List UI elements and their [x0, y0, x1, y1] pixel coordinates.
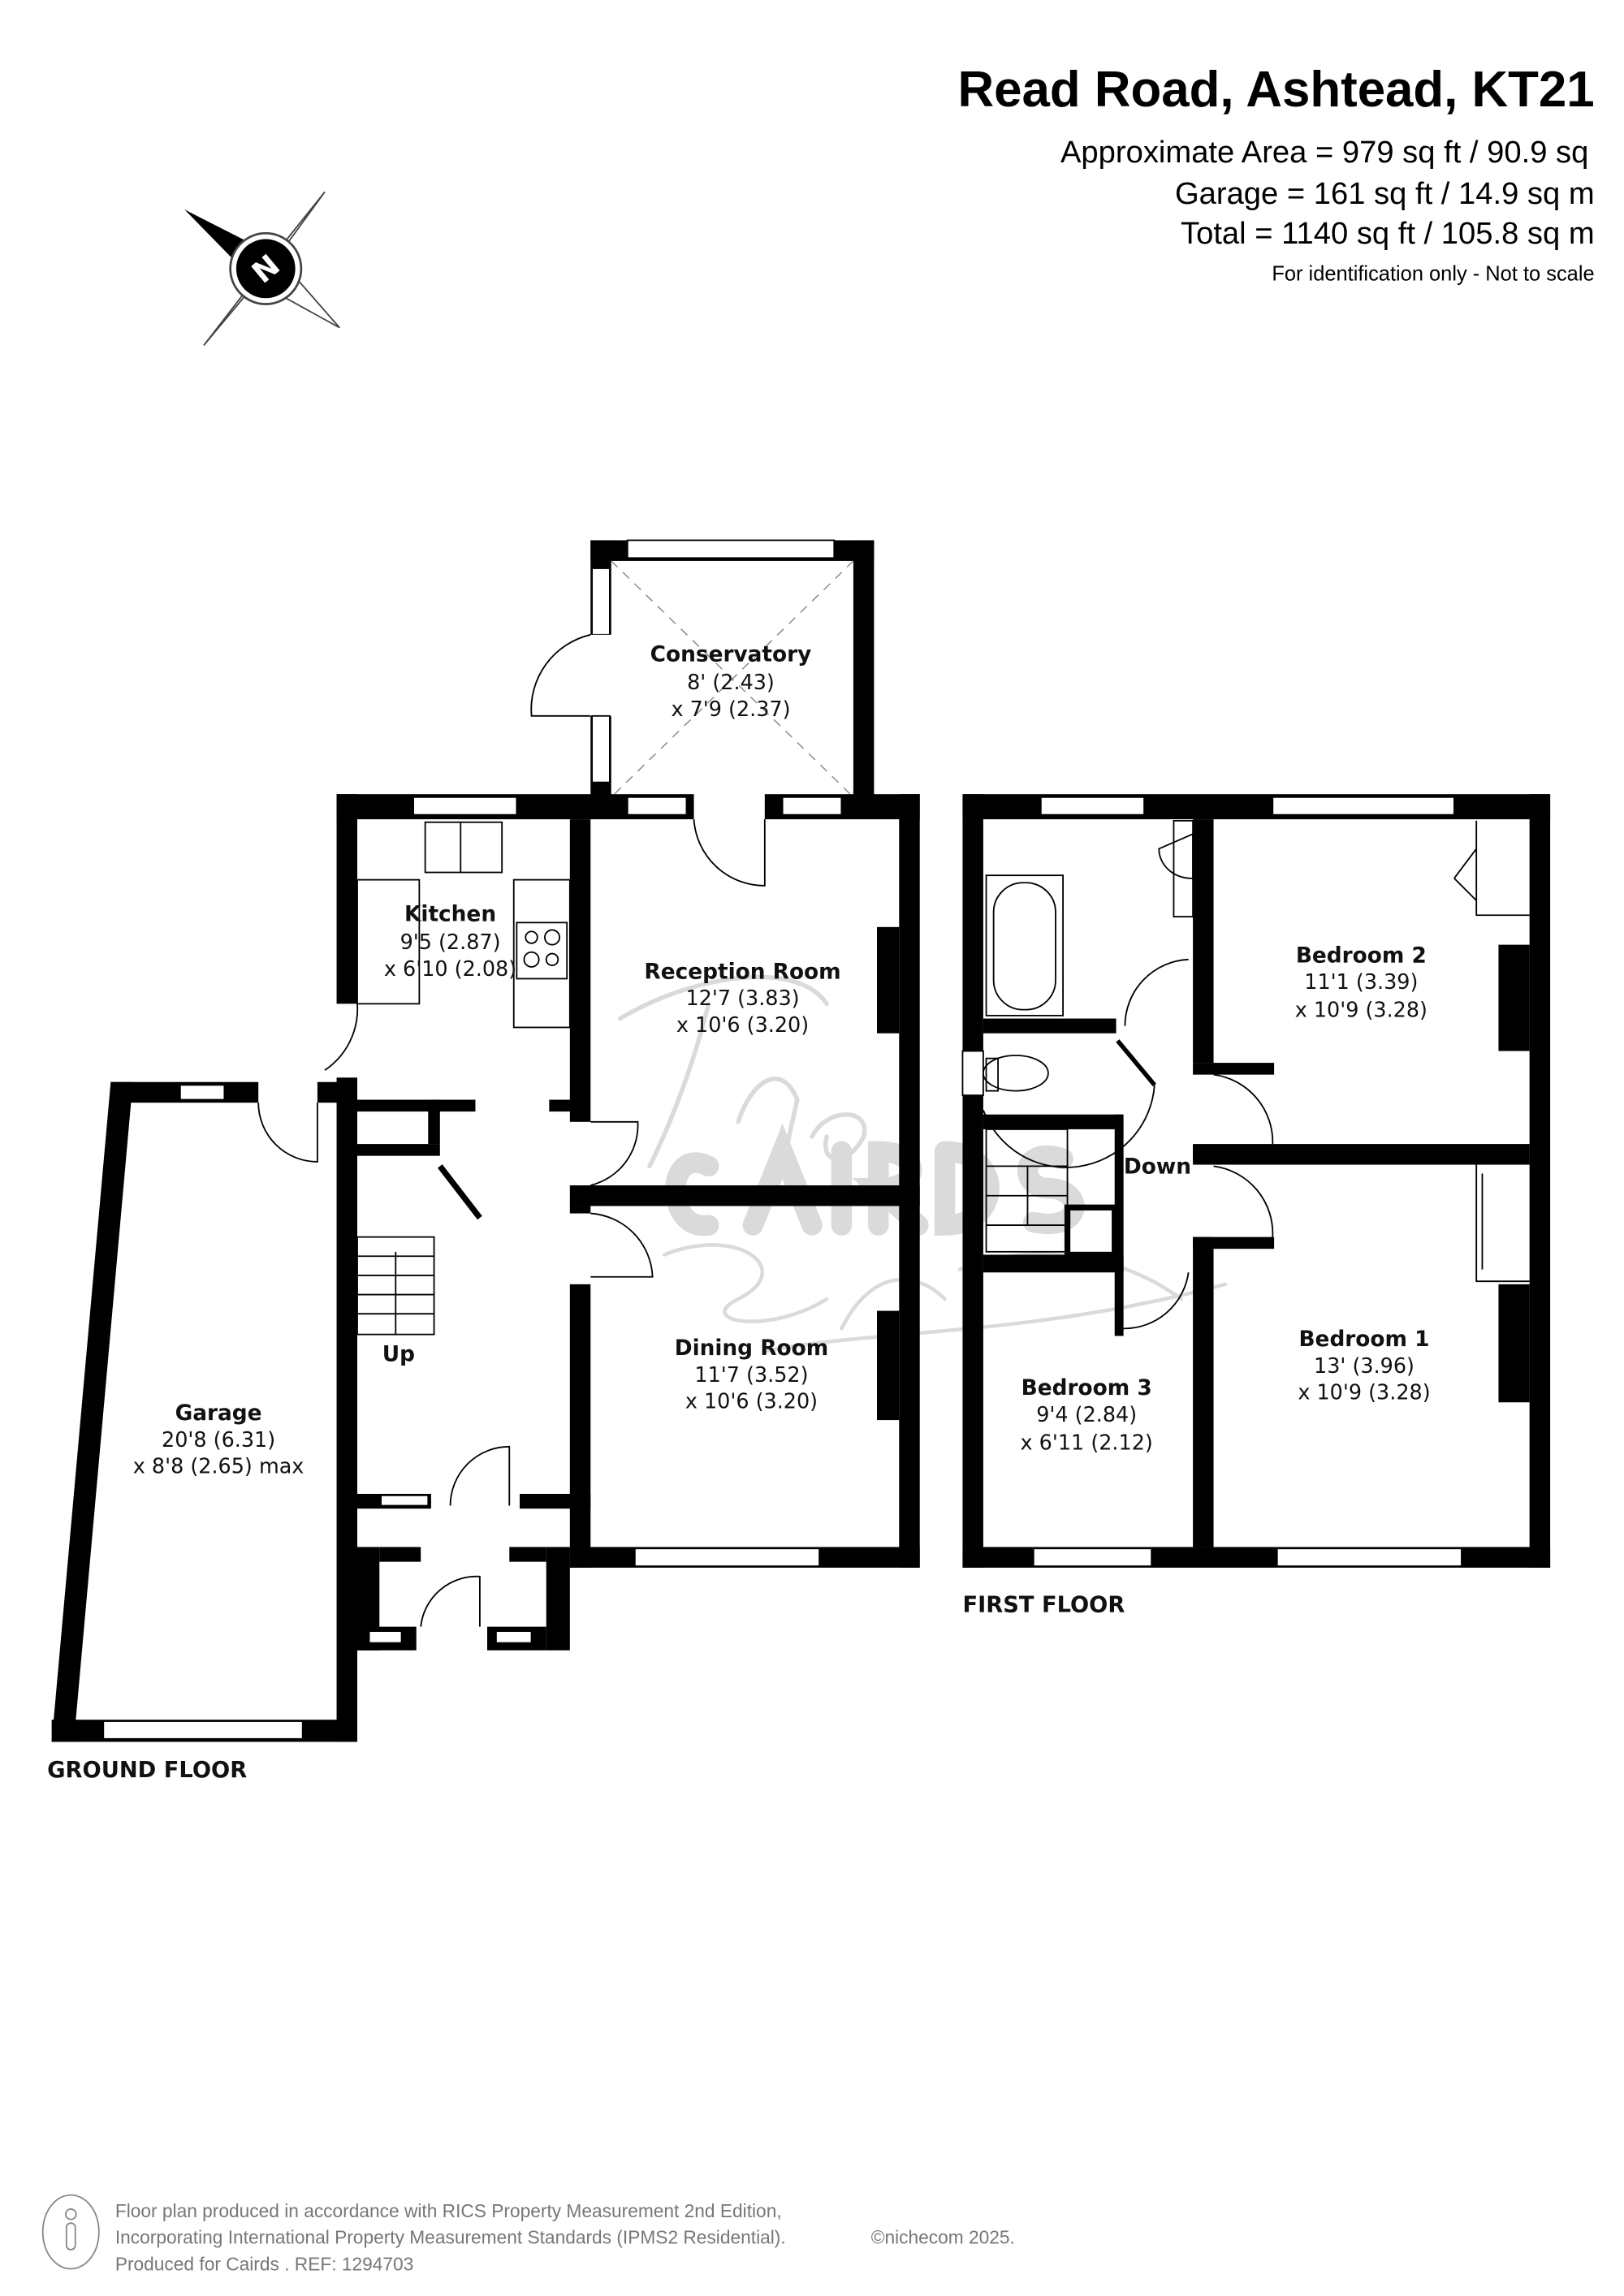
svg-text:x 10'6 (3.20): x 10'6 (3.20): [676, 1013, 809, 1038]
room-garage: Garage 20'8 (6.31) x 8'8 (2.65) max: [133, 1401, 304, 1478]
ground-floor-label: GROUND FLOOR: [47, 1758, 247, 1783]
stairs: [356, 1236, 435, 1336]
scale-note: For identification only - Not to scale: [1272, 262, 1594, 285]
svg-text:11'1 (3.39): 11'1 (3.39): [1304, 970, 1418, 995]
svg-text:x 8'8 (2.65) max: x 8'8 (2.65) max: [133, 1455, 304, 1479]
stairs-down-label: Down: [1124, 1154, 1191, 1179]
footer-copyright: ©nichecom 2025.: [871, 2227, 1015, 2248]
svg-text:x 6'11 (2.12): x 6'11 (2.12): [1021, 1431, 1153, 1455]
svg-text:x 10'9 (3.28): x 10'9 (3.28): [1295, 999, 1427, 1023]
svg-text:x 7'9 (2.37): x 7'9 (2.37): [671, 697, 790, 722]
room-conservatory: Conservatory 8' (2.43) x 7'9 (2.37): [650, 643, 812, 722]
ground-floor-plan: Up Conservatory 8' (2.43) x 7'9 (2.37) K…: [47, 539, 920, 1783]
svg-text:Reception Room: Reception Room: [644, 960, 840, 984]
room-bedroom-2: Bedroom 2 11'1 (3.39) x 10'9 (3.28): [1295, 943, 1427, 1022]
first-floor-plan: Down Bedroom 2 11'1 (3.39) x 10'9 (3.28)…: [961, 794, 1551, 1617]
room-reception-room: Reception Room 12'7 (3.83) x 10'6 (3.20): [644, 960, 840, 1037]
svg-text:Bedroom 2: Bedroom 2: [1296, 943, 1427, 968]
svg-text:Garage: Garage: [175, 1401, 262, 1426]
stairs-up-label: Up: [382, 1342, 415, 1366]
person-icon: [41, 2194, 100, 2270]
footer-line-1: Floor plan produced in accordance with R…: [115, 2200, 782, 2221]
room-bedroom-3: Bedroom 3 9'4 (2.84) x 6'11 (2.12): [1021, 1376, 1153, 1455]
room-kitchen: Kitchen 9'5 (2.87) x 6'10 (2.08): [384, 903, 516, 982]
svg-text:Conservatory: Conservatory: [650, 643, 812, 667]
svg-text:9'5 (2.87): 9'5 (2.87): [400, 930, 501, 955]
svg-text:Dining Room: Dining Room: [675, 1336, 829, 1361]
svg-text:11'7 (3.52): 11'7 (3.52): [694, 1363, 808, 1388]
svg-text:8' (2.43): 8' (2.43): [687, 671, 775, 695]
svg-text:x 6'10 (2.08): x 6'10 (2.08): [384, 957, 516, 982]
room-bedroom-1: Bedroom 1 13' (3.96) x 10'9 (3.28): [1298, 1327, 1430, 1405]
footer: Floor plan produced in accordance with R…: [41, 2194, 1015, 2274]
garage-area: Garage = 161 sq ft / 14.9 sq m: [1175, 176, 1595, 211]
total-area: Total = 1140 sq ft / 105.8 sq m: [1181, 216, 1595, 251]
room-dining-room: Dining Room 11'7 (3.52) x 10'6 (3.20): [675, 1336, 829, 1413]
first-floor-label: FIRST FLOOR: [962, 1592, 1125, 1617]
stairs: [985, 1128, 1069, 1253]
svg-text:x 10'9 (3.28): x 10'9 (3.28): [1298, 1381, 1430, 1405]
svg-text:Bedroom 1: Bedroom 1: [1298, 1327, 1429, 1352]
svg-text:12'7 (3.83): 12'7 (3.83): [685, 986, 799, 1011]
compass-icon: N: [184, 191, 340, 347]
svg-text:9'4 (2.84): 9'4 (2.84): [1036, 1403, 1137, 1427]
property-title: Read Road, Ashtead, KT21: [958, 62, 1595, 118]
svg-text:13' (3.96): 13' (3.96): [1314, 1354, 1415, 1379]
approximate-area: Approximate Area = 979 sq ft / 90.9 sq: [1060, 135, 1588, 170]
svg-text:Bedroom 3: Bedroom 3: [1021, 1376, 1152, 1400]
svg-text:x 10'6 (3.20): x 10'6 (3.20): [685, 1390, 818, 1414]
footer-line-3: Produced for Cairds . REF: 1294703: [115, 2253, 413, 2274]
svg-text:20'8 (6.31): 20'8 (6.31): [162, 1428, 275, 1452]
footer-line-2: Incorporating International Property Mea…: [115, 2227, 786, 2248]
svg-text:Kitchen: Kitchen: [404, 903, 496, 927]
header: Read Road, Ashtead, KT21 Approximate Are…: [958, 62, 1595, 286]
